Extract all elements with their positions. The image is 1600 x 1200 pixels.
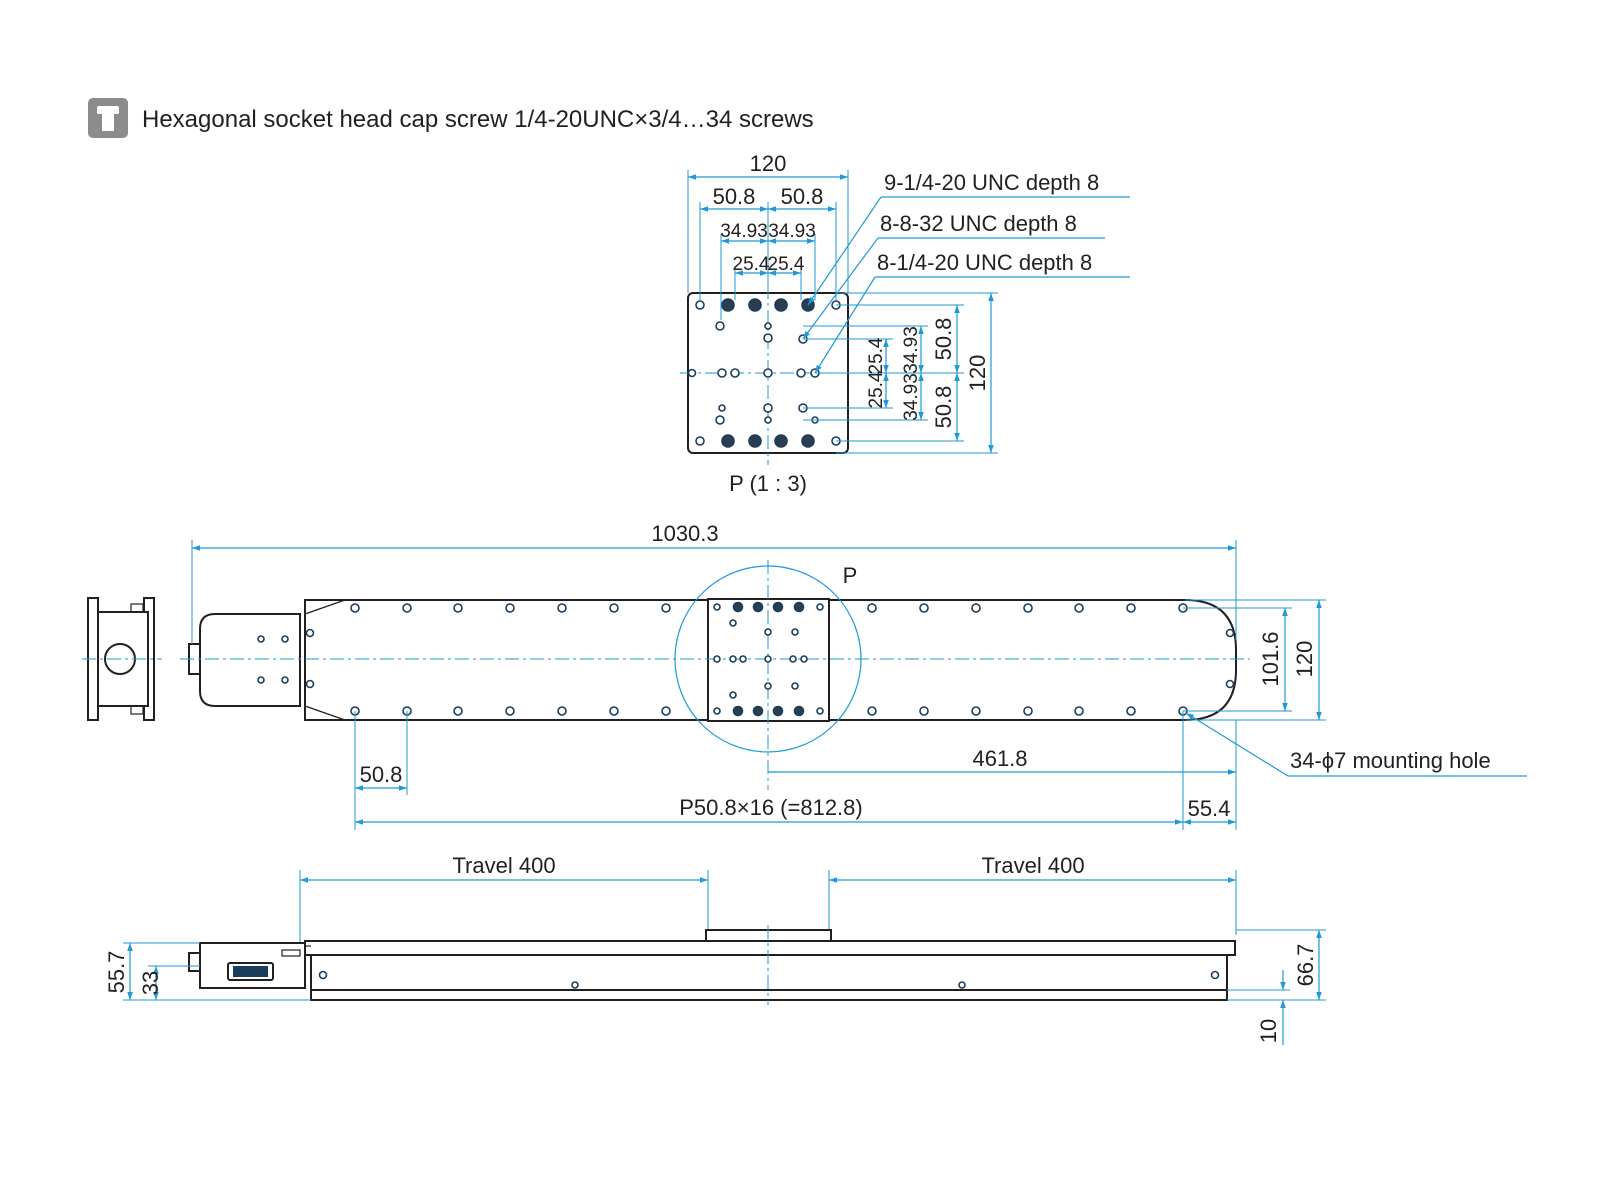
detail-v-top: 50.8 bbox=[931, 318, 956, 361]
height-motor: 55.7 bbox=[104, 951, 129, 994]
stage-top-side bbox=[304, 940, 1236, 956]
pitch-total: P50.8×16 (=812.8) bbox=[679, 795, 862, 820]
carriage-holes-plan bbox=[713, 601, 824, 717]
detail-c1-right: 34.93 bbox=[768, 221, 816, 242]
detail-view: 120 50.8 50.8 34.93 34.93 25.4 25.4 9-1/… bbox=[680, 151, 1130, 496]
detail-height-120: 120 bbox=[965, 355, 990, 392]
detail-v-c1-top: 34.93 bbox=[901, 326, 922, 374]
detail-v-c2-bottom: 25.4 bbox=[866, 371, 887, 408]
stage-body-side bbox=[310, 954, 1228, 991]
header: Hexagonal socket head cap screw 1/4-20UN… bbox=[88, 98, 814, 138]
mounting-holes bbox=[257, 603, 1235, 716]
travel-left: Travel 400 bbox=[452, 853, 555, 878]
height-motor-center: 33 bbox=[138, 971, 163, 995]
width-inner: 101.6 bbox=[1258, 631, 1283, 686]
center-to-end: 461.8 bbox=[972, 746, 1027, 771]
detail-c2-right: 25.4 bbox=[768, 254, 805, 275]
detail-half-left: 50.8 bbox=[713, 184, 756, 209]
mounting-hole-callout: 34-ϕ7 mounting hole bbox=[1290, 748, 1491, 773]
screw-icon bbox=[88, 98, 128, 138]
detail-v-c1-bottom: 34.93 bbox=[901, 373, 922, 421]
callout-8-32-holes: 8-8-32 UNC depth 8 bbox=[880, 211, 1077, 236]
motor-housing-top bbox=[199, 613, 301, 707]
detail-half-right: 50.8 bbox=[781, 184, 824, 209]
detail-marker-p: P bbox=[843, 563, 858, 588]
overall-length: 1030.3 bbox=[651, 521, 718, 546]
detail-v-c2-top: 25.4 bbox=[866, 337, 887, 374]
end-view bbox=[82, 597, 162, 721]
width-outer: 120 bbox=[1292, 641, 1317, 678]
height-total: 66.7 bbox=[1293, 944, 1318, 987]
pitch-first: 50.8 bbox=[360, 762, 403, 787]
end-offset: 55.4 bbox=[1188, 796, 1231, 821]
detail-scale-label: P (1 : 3) bbox=[729, 471, 807, 496]
callout-8-quarter-holes: 8-1/4-20 UNC depth 8 bbox=[877, 250, 1092, 275]
detail-c1-left: 34.93 bbox=[720, 221, 768, 242]
detail-width-120: 120 bbox=[750, 151, 787, 176]
detail-v-bottom: 50.8 bbox=[931, 386, 956, 429]
base-offset: 10 bbox=[1256, 1019, 1281, 1043]
side-view: Travel 400 Travel 400 55.7 33 bbox=[104, 853, 1326, 1045]
detail-c2-left: 25.4 bbox=[733, 254, 770, 275]
travel-right: Travel 400 bbox=[981, 853, 1084, 878]
header-title: Hexagonal socket head cap screw 1/4-20UN… bbox=[142, 106, 814, 133]
callout-9-holes: 9-1/4-20 UNC depth 8 bbox=[884, 170, 1099, 195]
plan-view: P bbox=[180, 521, 1527, 830]
